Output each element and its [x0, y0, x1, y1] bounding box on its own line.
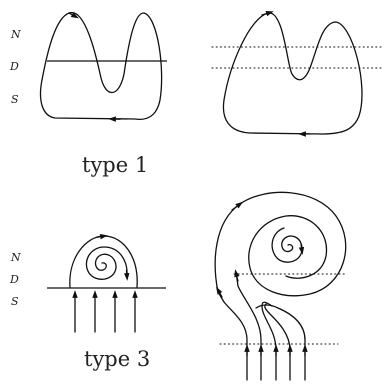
flow-line-1 — [217, 291, 248, 381]
arrow-top-left-1 — [68, 12, 79, 19]
label-n-bottom: N — [10, 251, 21, 264]
label-d-bottom: D — [9, 273, 19, 286]
label-d-top: D — [9, 60, 19, 73]
label-s-bottom: S — [11, 295, 19, 308]
spiral-inner-bottom-right — [271, 227, 303, 263]
arrow-flow-1 — [216, 286, 223, 298]
caption-type-1: type 1 — [82, 153, 148, 177]
flow-line-5 — [255, 304, 306, 381]
closed-loop-top-left — [39, 12, 163, 121]
arrow-flow-2 — [234, 269, 240, 282]
label-n-top: N — [10, 28, 21, 41]
type3-right-panel — [214, 191, 347, 381]
caption-type-3: type 3 — [84, 347, 150, 371]
flow-line-4 — [264, 303, 291, 381]
arrow-spiral-right-2 — [298, 243, 305, 255]
type1-right-panel — [211, 11, 385, 137]
arrow-spiral-right-1 — [231, 201, 244, 211]
arrow-top-right-1 — [261, 11, 274, 17]
closed-loop-top-right — [222, 12, 363, 135]
spiral-inner-bottom-left — [85, 246, 128, 280]
flow-line-2 — [235, 271, 262, 381]
label-s-top: S — [11, 93, 19, 106]
arrow-spiral-inner — [123, 269, 130, 281]
type1-left-panel: N D S — [9, 12, 167, 122]
type3-left-panel: N D S — [9, 233, 166, 333]
arrow-spiral-outer — [96, 233, 108, 240]
